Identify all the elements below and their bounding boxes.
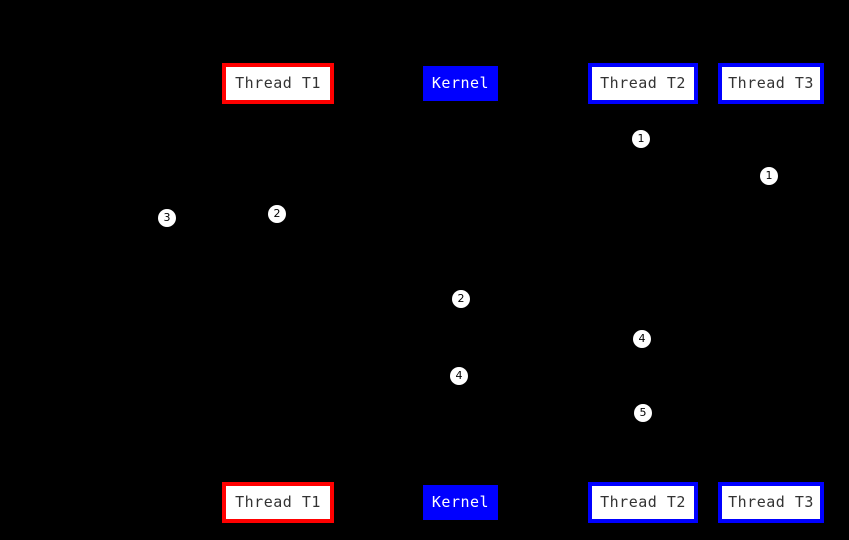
message-arrow-msg-2 <box>278 176 771 177</box>
message-arrow-msg-1 <box>278 139 643 140</box>
step-marker-t1-2: 2 <box>268 205 286 223</box>
lifeline-box-t3-bottom[interactable]: Thread T3 <box>718 482 824 523</box>
lifeline-box-label: Thread T2 <box>600 74 686 92</box>
lifeline-box-t1-bottom[interactable]: Thread T1 <box>222 482 334 523</box>
lifeline-box-t3-top[interactable]: Thread T3 <box>718 63 824 104</box>
step-marker-t2-1: 1 <box>632 130 650 148</box>
lifeline-box-label: Thread T3 <box>728 74 814 92</box>
step-marker-t2-5: 5 <box>634 404 652 422</box>
lifeline-box-kernel-bottom[interactable]: Kernel <box>423 485 498 520</box>
lifeline-box-label: Thread T3 <box>728 493 814 511</box>
lifeline-box-label: Kernel <box>431 493 490 511</box>
step-marker-t2-4: 4 <box>633 330 651 348</box>
lifeline-stem-t3 <box>771 104 772 482</box>
lifeline-box-label: Thread T1 <box>235 74 321 92</box>
step-marker-t1-3: 3 <box>158 209 176 227</box>
lifeline-box-kernel-top[interactable]: Kernel <box>423 66 498 101</box>
lifeline-box-t1-top[interactable]: Thread T1 <box>222 63 334 104</box>
step-marker-kernel-2: 2 <box>452 290 470 308</box>
message-arrow-msg-7 <box>460 413 643 414</box>
lifeline-stem-t2 <box>643 104 644 482</box>
step-marker-t3-1: 1 <box>760 167 778 185</box>
lifeline-box-label: Thread T1 <box>235 493 321 511</box>
message-arrow-msg-3 <box>167 218 278 219</box>
step-marker-kernel-4: 4 <box>450 367 468 385</box>
message-arrow-msg-4 <box>278 299 460 300</box>
lifeline-box-label: Thread T2 <box>600 493 686 511</box>
lifeline-box-t2-top[interactable]: Thread T2 <box>588 63 698 104</box>
lifeline-stem-t1 <box>278 104 279 482</box>
lifeline-box-label: Kernel <box>431 74 490 92</box>
lifeline-box-t2-bottom[interactable]: Thread T2 <box>588 482 698 523</box>
message-arrow-msg-6 <box>460 376 643 377</box>
message-arrow-msg-5 <box>460 339 643 340</box>
